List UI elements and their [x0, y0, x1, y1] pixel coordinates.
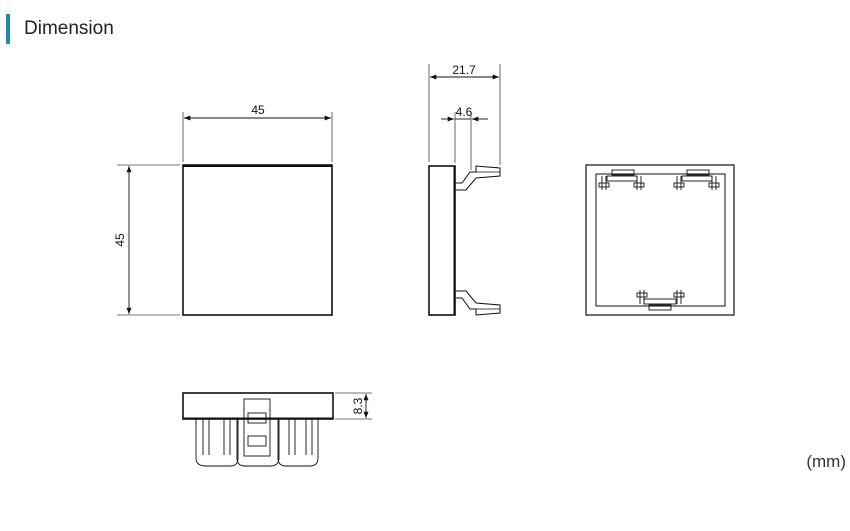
rear-clip-top-right — [673, 169, 720, 190]
side-clip-label: 4.6 — [456, 105, 473, 119]
front-width-label: 45 — [251, 103, 265, 117]
side-body — [428, 165, 456, 316]
front-face — [182, 164, 333, 316]
rear-inner-frame — [595, 173, 726, 307]
side-clip-bottom — [455, 290, 501, 316]
front-view: 45 45 — [113, 103, 333, 316]
bottom-height-label: 8.3 — [351, 397, 365, 414]
side-clip-top — [455, 165, 501, 191]
rear-clip-top-left — [598, 169, 645, 190]
rear-outer-frame — [585, 164, 735, 316]
header-accent-bar — [6, 14, 10, 44]
bottom-clips — [195, 398, 319, 467]
bottom-view: 8.3 — [182, 392, 372, 467]
rear-clip-bottom — [636, 290, 685, 311]
unit-label: (mm) — [806, 452, 846, 471]
section-title: Dimension — [24, 18, 114, 39]
side-depth-label: 21.7 — [452, 63, 476, 77]
rear-view — [585, 164, 735, 316]
side-view: 21.7 4.6 — [428, 63, 501, 316]
front-height-label: 45 — [113, 233, 127, 247]
section-header: Dimension — [6, 14, 114, 44]
bottom-body — [182, 392, 334, 420]
